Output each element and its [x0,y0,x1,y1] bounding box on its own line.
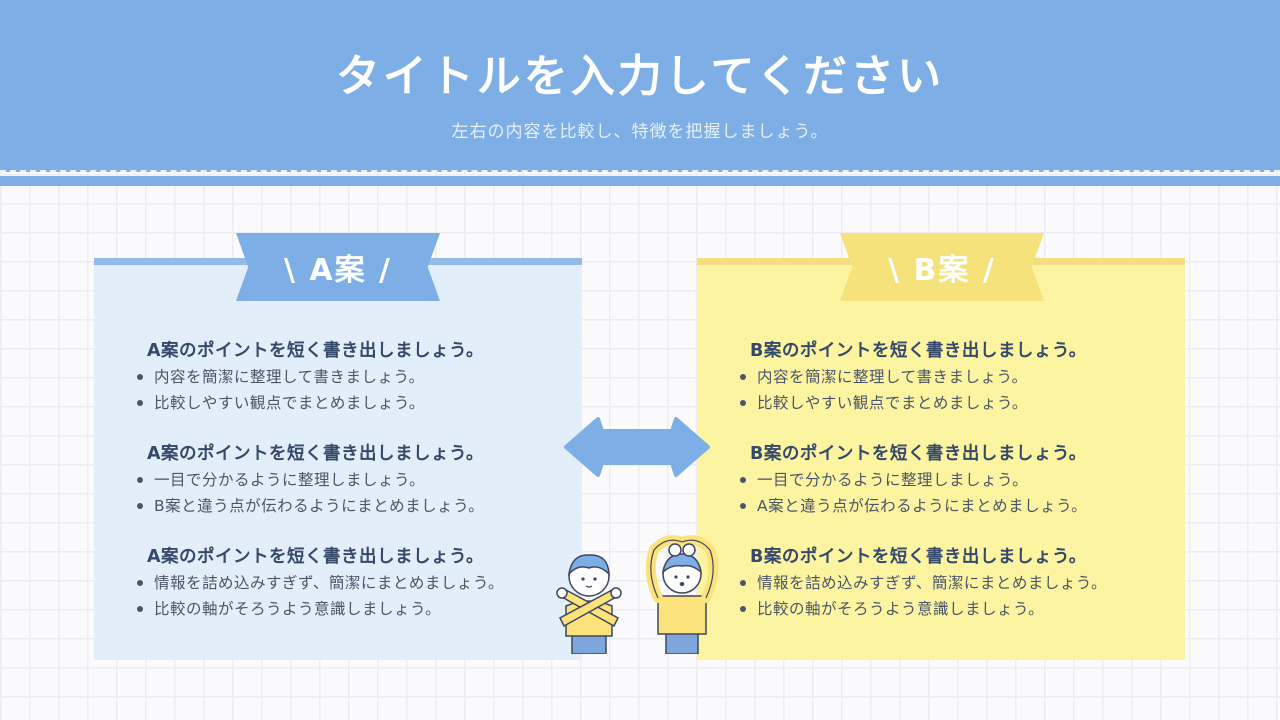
plan-b-section-3: B案のポイントを短く書き出しましょう。 情報を詰め込みすぎず、簡潔にまとめましょ… [737,544,1197,622]
section-title: A案のポイントを短く書き出しましょう。 [147,341,484,361]
plan-b-card: B案のポイントを短く書き出しましょう。 内容を簡潔に整理して書きましょう。 比較… [697,258,1185,660]
section-title: B案のポイントを短く書き出しましょう。 [750,341,1087,361]
list-item: 比較しやすい観点でまとめましょう。 [737,390,1197,416]
list-item: 情報を詰め込みすぎず、簡潔にまとめましょう。 [134,570,594,596]
page-subtitle: 左右の内容を比較し、特徴を把握しましょう。 [451,122,829,142]
plan-b-label-ribbon: \ B案 / [840,233,1044,301]
list-item: 内容を簡潔に整理して書きましょう。 [134,364,594,390]
list-item: 情報を詰め込みすぎず、簡潔にまとめましょう。 [737,570,1197,596]
list-item: 一目で分かるように整理しましょう。 [737,467,1197,493]
page-title: タイトルを入力してください [335,51,945,102]
list-item: 比較の軸がそろうよう意識しましょう。 [134,596,594,622]
list-item: A案と違う点が伝わるようにまとめましょう。 [737,493,1197,519]
header-band: タイトルを入力してください 左右の内容を比較し、特徴を把握しましょう。 [0,0,1280,172]
plan-a-card: A案のポイントを短く書き出しましょう。 内容を簡潔に整理して書きましょう。 比較… [94,258,582,660]
plan-a-label-ribbon: \ A案 / [236,233,440,301]
section-title: A案のポイントを短く書き出しましょう。 [147,444,484,464]
section-title: B案のポイントを短く書き出しましょう。 [750,444,1087,464]
list-item: B案と違う点が伝わるようにまとめましょう。 [134,493,594,519]
header-dashed-divider [0,170,1280,172]
plan-a-section-1: A案のポイントを短く書き出しましょう。 内容を簡潔に整理して書きましょう。 比較… [134,338,594,416]
plan-a-section-3: A案のポイントを短く書き出しましょう。 情報を詰め込みすぎず、簡潔にまとめましょ… [134,544,594,622]
double-arrow-icon [564,417,710,477]
list-item: 比較の軸がそろうよう意識しましょう。 [737,596,1197,622]
section-title: A案のポイントを短く書き出しましょう。 [147,547,484,567]
person-cross-arms-icon [556,554,622,654]
list-item: 内容を簡潔に整理して書きましょう。 [737,364,1197,390]
plan-b-section-1: B案のポイントを短く書き出しましょう。 内容を簡潔に整理して書きましょう。 比較… [737,338,1197,416]
header-accent-stripe [0,176,1280,186]
plan-b-section-2: B案のポイントを短く書き出しましょう。 一目で分かるように整理しましょう。 A案… [737,441,1197,519]
list-item: 比較しやすい観点でまとめましょう。 [134,390,594,416]
person-circle-arms-icon [645,535,719,654]
list-item: 一目で分かるように整理しましょう。 [134,467,594,493]
plan-a-section-2: A案のポイントを短く書き出しましょう。 一目で分かるように整理しましょう。 B案… [134,441,594,519]
section-title: B案のポイントを短く書き出しましょう。 [750,547,1087,567]
